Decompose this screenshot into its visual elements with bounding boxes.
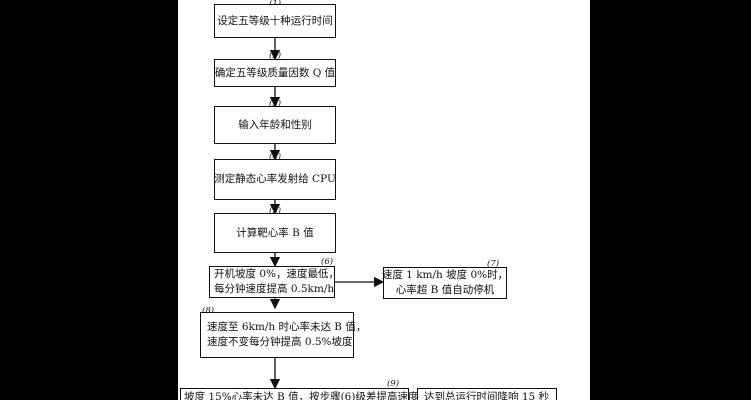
step-number-4: (4): [269, 152, 282, 162]
step-7-text-line-2: 心率超 B 值自动停机: [395, 284, 495, 296]
step-number-6: (6): [321, 257, 334, 267]
step-box-8: 速度至 6km/h 时心率未达 B 值， 速度不变每分钟提高 0.5%坡度: [200, 312, 366, 358]
step-box-7: 速度 1 km/h 坡度 0%时， 心率超 B 值自动停机: [381, 267, 509, 299]
step-box-2: 确定五等级质量因数 Q 值: [214, 59, 336, 87]
step-8-text-line-1: 速度至 6km/h 时心率未达 B 值，: [207, 321, 367, 333]
step-number-3: (3): [269, 99, 282, 109]
step-box-4: 测定静态心率发射给 CPU: [214, 159, 336, 200]
step-box-6: 开机坡度 0%，速度最低， 每分钟速度提高 0.5km/h: [209, 266, 339, 298]
step-number-9: (9): [387, 379, 400, 389]
step-9-text-line-1: 坡度 15%心率未达 B 值，按步骤(6)级差提高速度，: [184, 391, 429, 400]
step-6-text-line-1: 开机坡度 0%，速度最低，: [214, 268, 339, 280]
step-box-5: 计算靶心率 B 值: [214, 213, 336, 253]
step-box-10: 达到总运行时间降响 15 秒: [417, 388, 557, 400]
flowchart-page: (1) 设定五等级十种运行时间 (2) 确定五等级质量因数 Q 值 (3) 输入…: [178, 0, 590, 400]
step-number-7: (7): [487, 259, 500, 269]
step-7-text-line-1: 速度 1 km/h 坡度 0%时，: [381, 269, 509, 281]
step-1-text: 设定五等级十种运行时间: [217, 14, 333, 27]
step-5-text: 计算靶心率 B 值: [236, 226, 314, 239]
step-10-text-line-1: 达到总运行时间降响 15 秒: [424, 391, 550, 400]
connector-layer: [269, 38, 385, 390]
step-box-1: 设定五等级十种运行时间: [214, 4, 336, 38]
step-box-3: 输入年龄和性别: [214, 106, 336, 144]
step-3-text: 输入年龄和性别: [238, 118, 312, 131]
step-number-5: (5): [269, 206, 282, 216]
step-6-text-line-2: 每分钟速度提高 0.5km/h: [214, 283, 335, 295]
step-4-text: 测定静态心率发射给 CPU: [214, 173, 336, 185]
step-8-text-line-2: 速度不变每分钟提高 0.5%坡度: [207, 336, 353, 348]
step-number-2: (2): [269, 51, 282, 61]
step-number-8: (8): [202, 306, 215, 316]
step-box-9: 坡度 15%心率未达 B 值，按步骤(6)级差提高速度，: [180, 388, 429, 400]
step-2-text: 确定五等级质量因数 Q 值: [214, 66, 336, 79]
